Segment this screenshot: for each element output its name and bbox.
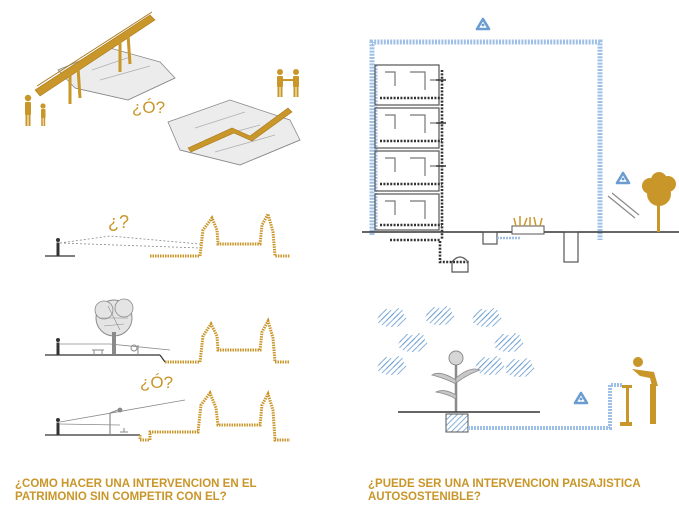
ruin-profile-3 <box>138 389 290 442</box>
person-icon <box>24 94 32 126</box>
scene-bridge-over-ruin: ¿Ó? <box>24 11 176 126</box>
cloud-icon <box>398 333 428 352</box>
scene-integrated-walkway <box>167 69 301 166</box>
integrated-walkway <box>187 107 293 153</box>
drinking-fountain-icon <box>620 357 658 426</box>
ruin-profile-2 <box>165 317 290 364</box>
scene-rain-harvest <box>377 306 658 433</box>
viewer-icon <box>56 238 60 256</box>
cloud-icon <box>494 333 524 352</box>
cloud-icon <box>475 356 505 375</box>
building-floors <box>374 64 440 231</box>
recycle-icon <box>475 17 491 31</box>
cloud-icon <box>425 306 455 325</box>
sightline <box>59 235 201 249</box>
bench-people <box>92 344 139 355</box>
cloud-icon <box>472 308 502 327</box>
recycle-icon <box>615 171 631 185</box>
ruin-profile-1 <box>150 210 290 258</box>
right-caption-line-2: AUTOSOSTENIBLE? <box>368 491 481 503</box>
left-caption-line-2: PATRIMONIO SIN COMPETIR CON EL? <box>15 491 227 503</box>
cloud-icon <box>377 308 407 327</box>
left-caption: ¿COMO HACER UNA INTERVENCION EN EL PATRI… <box>15 478 257 504</box>
cloud-icon <box>505 358 535 377</box>
scene-building-water-cycle <box>362 17 679 273</box>
water-loop-pipe <box>369 39 603 240</box>
bridge-walkway <box>34 14 156 97</box>
viewer-icon <box>56 338 60 355</box>
scene-lamp-walkway: ¿Ó? <box>45 373 290 442</box>
question-open: ¿? <box>108 212 129 232</box>
street-lamp-icon <box>430 350 482 412</box>
child-person-icon <box>40 103 46 126</box>
cistern <box>445 413 469 433</box>
question-alternative-1: ¿Ó? <box>132 98 165 117</box>
grey-water-pipes <box>380 70 470 264</box>
left-panel: ¿Ó? ¿? <box>24 11 301 442</box>
question-alternative-2: ¿Ó? <box>140 373 173 392</box>
right-caption-line-1: ¿PUEDE SER UNA INTERVENCION PAISAJISTICA <box>368 478 641 490</box>
scene-tree-activity <box>45 298 290 364</box>
harvest-pipe <box>468 383 622 430</box>
viewer-icon <box>56 418 60 435</box>
right-caption: ¿PUEDE SER UNA INTERVENCION PAISAJISTICA… <box>368 478 641 504</box>
planter-box <box>511 216 545 235</box>
ruin-block-upper <box>57 47 176 101</box>
handshake-icon <box>277 69 299 97</box>
cloud-icon <box>377 356 407 375</box>
left-caption-line-1: ¿COMO HACER UNA INTERVENCION EN EL <box>15 478 257 490</box>
tree-icon <box>642 172 676 232</box>
recycle-icon <box>573 391 589 405</box>
tree-icon <box>94 298 134 354</box>
scene-sightline: ¿? <box>45 210 290 258</box>
right-panel <box>362 17 679 433</box>
street-lamp-icon <box>109 407 123 435</box>
